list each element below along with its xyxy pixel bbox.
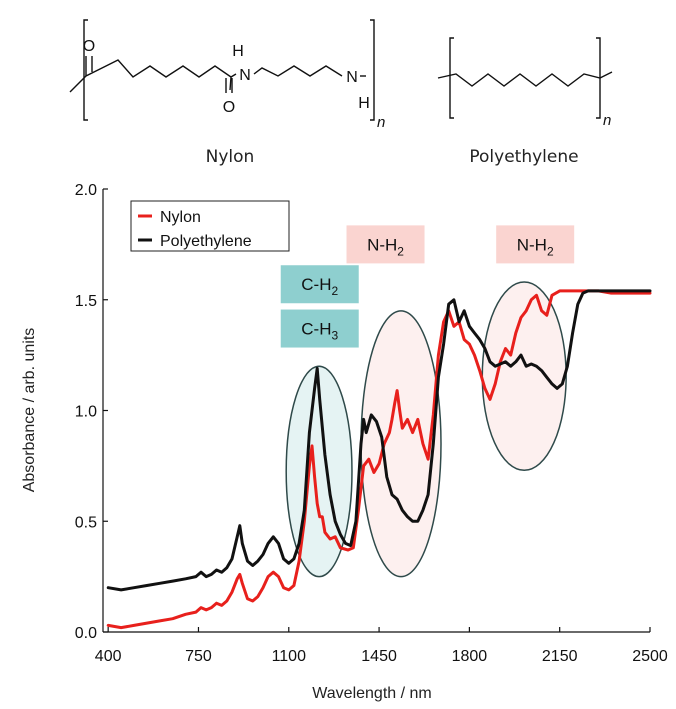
series-line-polyethylene — [106, 289, 652, 592]
polyethylene-structure — [437, 37, 613, 119]
nylon-amide-n: N — [239, 67, 251, 84]
band-label-box — [346, 225, 425, 264]
y-tick-label: 0.0 — [75, 625, 97, 642]
highlight-nh-region-2 — [481, 281, 567, 472]
y-ticks: 0.0 0.5 1.0 1.5 2.0 — [75, 182, 108, 642]
x-tick-label: 1800 — [452, 648, 488, 665]
nylon-carbonyl-o-top: O — [83, 38, 95, 55]
x-ticks: 400 750 1100 1450 1800 2150 2500 — [95, 627, 668, 665]
legend: Nylon Polyethylene — [130, 200, 290, 252]
band-label-box — [496, 225, 575, 264]
nylon-amide-h: H — [232, 43, 244, 60]
band-label-text: C-H2 — [301, 275, 338, 298]
band-label-text: C-H3 — [301, 320, 338, 343]
band-label-text: N-H2 — [367, 235, 404, 258]
x-tick-label: 750 — [185, 648, 212, 665]
nylon-amine-h: H — [358, 95, 370, 112]
band-label-text: N-H2 — [517, 235, 554, 258]
nylon-carbonyl-o-bottom: O — [223, 99, 235, 116]
y-axis-label: Absorbance / arb. units — [21, 328, 38, 493]
y-tick-label: 0.5 — [75, 514, 97, 531]
x-tick-label: 2150 — [542, 648, 578, 665]
band-label-box — [280, 265, 359, 304]
x-tick-label: 1450 — [361, 648, 397, 665]
x-tick-label: 1100 — [272, 648, 307, 665]
nylon-amine-n: N — [346, 69, 358, 86]
nylon-structure — [69, 19, 375, 121]
nylon-label: Nylon — [206, 147, 255, 167]
legend-box — [130, 200, 290, 252]
nylon-repeat-n: n — [377, 114, 385, 131]
band-label-box — [280, 309, 359, 348]
band-labels: C-H2C-H3 N-H2 N-H2 — [280, 225, 575, 348]
legend-label-nylon: Nylon — [160, 209, 201, 226]
x-tick-label: 400 — [95, 648, 122, 665]
legend-label-polyethylene: Polyethylene — [160, 233, 252, 250]
y-tick-label: 1.0 — [75, 404, 97, 421]
x-axis-label: Wavelength / nm — [312, 685, 431, 702]
series-line-nylon — [106, 289, 652, 630]
nylon-atoms: O O H N N H n — [83, 38, 386, 131]
polyethylene-repeat-n: n — [603, 112, 611, 129]
x-tick-label: 2500 — [632, 648, 668, 665]
series-layer — [106, 289, 652, 630]
y-tick-label: 2.0 — [75, 182, 97, 199]
y-tick-label: 1.5 — [75, 293, 97, 310]
polyethylene-label: Polyethylene — [469, 147, 578, 167]
